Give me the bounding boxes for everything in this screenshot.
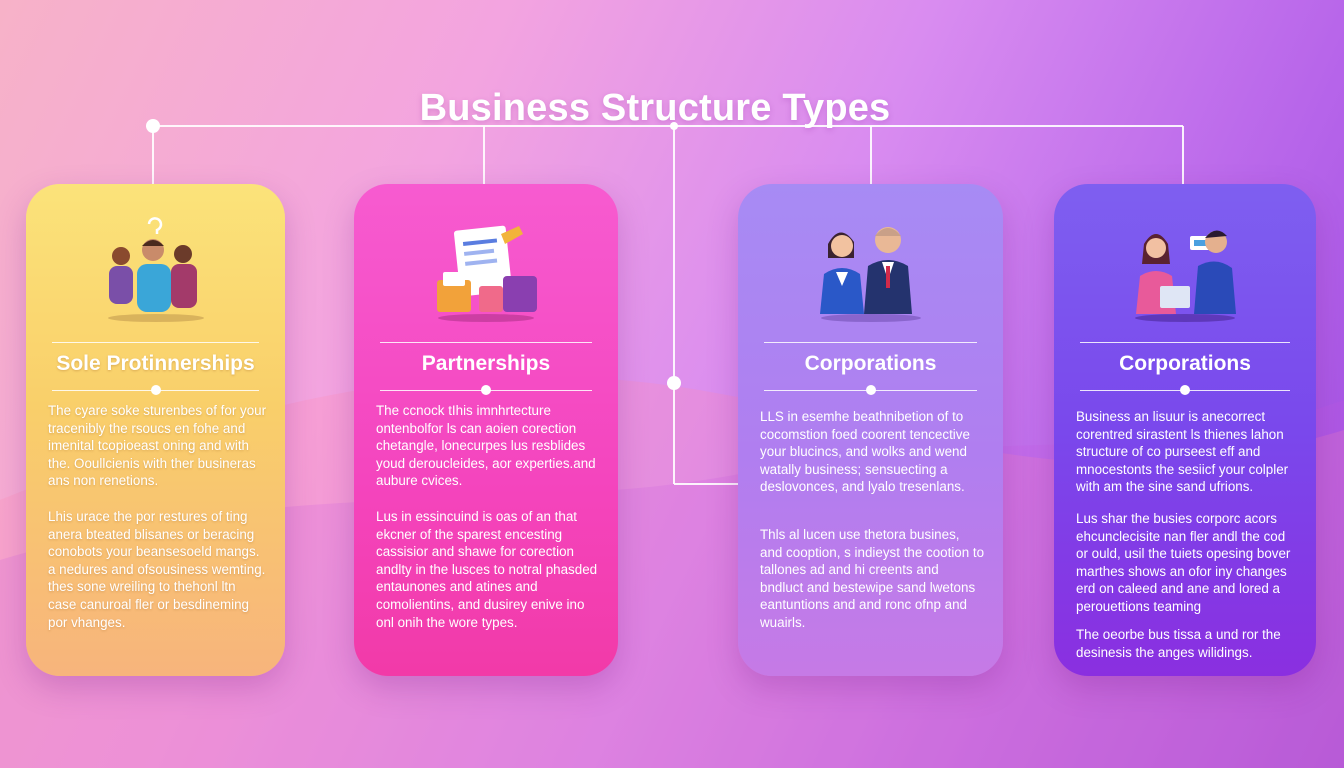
divider-top: [52, 342, 259, 343]
card-paragraph-1: The ccnock tIhis imnhrtecture ontenbolfo…: [376, 403, 596, 489]
documents-briefcase-icon: [437, 225, 537, 322]
card-paragraph-1: Business an lisuur is anecorrect corentr…: [1076, 409, 1289, 495]
connector-node-center: [670, 122, 678, 130]
card-corporations-2: Corporations Business an lisuur is aneco…: [1054, 184, 1316, 676]
business-partners-icon: [819, 227, 921, 322]
connector-node-left: [146, 119, 160, 133]
card-paragraph-3: The oeorbe bus tissa a und ror the desin…: [1076, 627, 1281, 660]
card-paragraph-1: The cyare soke sturenbes of for your tra…: [48, 403, 267, 489]
diagram-title: Business Structure Types: [419, 87, 891, 130]
meeting-laptop-icon: [1135, 230, 1236, 322]
divider-dot: [481, 385, 491, 395]
divider-dot: [150, 385, 161, 395]
card-paragraph-1: LLS in esemhe beathnibetion of to cocoms…: [760, 409, 970, 495]
card-paragraph-2: Lus in essincuind is oas of an that ekcn…: [376, 509, 598, 630]
card-heading: Sole Protinnerships: [56, 352, 255, 375]
card-heading: Partnerships: [421, 352, 551, 375]
divider-top: [380, 342, 592, 343]
connector-node-branch: [667, 376, 681, 390]
card-heading: Corporations: [804, 352, 937, 375]
card-partnerships: Partnerships The ccnock tIhis imnhrtectu…: [354, 184, 618, 676]
card-paragraph-2: Thls al lucen use thetora busines, and c…: [760, 527, 985, 630]
card-sole-proprietorships: Sole Protinnerships The cyare soke sture…: [26, 184, 285, 676]
divider-dot: [1180, 385, 1190, 395]
divider-top: [764, 342, 977, 343]
card-paragraph-2: Lhis urace the por restures of ting aner…: [48, 509, 266, 630]
card-heading: Corporations: [1119, 352, 1251, 375]
divider-top: [1080, 342, 1290, 343]
card-paragraph-2: Lus shar the busies corporc acors ehcunc…: [1076, 511, 1291, 614]
divider-dot: [865, 385, 876, 395]
team-people-icon: [107, 217, 204, 322]
card-corporations-1: Corporations LLS in esemhe beathnibetion…: [738, 184, 1003, 676]
